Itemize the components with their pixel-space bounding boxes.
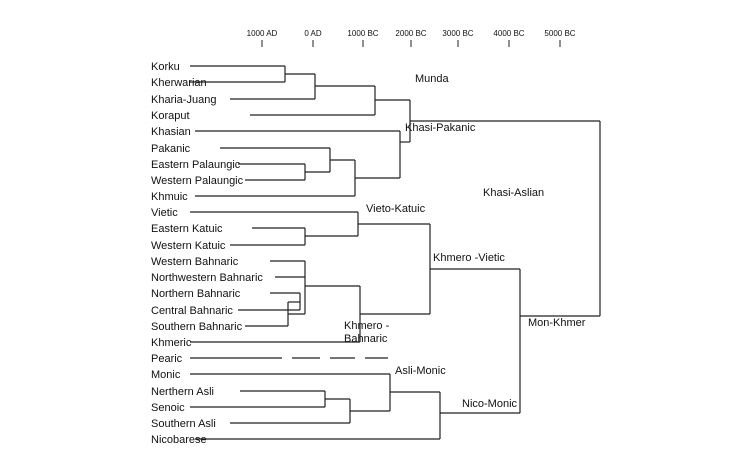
time-tick-label: 3000 BC bbox=[442, 29, 473, 38]
clade-label-khmero-bahnaric-2: Bahnaric bbox=[344, 333, 388, 345]
leaf-label-senoic: Senoic bbox=[151, 402, 185, 414]
leaf-label-korku: Korku bbox=[151, 61, 180, 73]
leaf-label-pearic: Pearic bbox=[151, 353, 183, 365]
clade-label-mon-khmer: Mon-Khmer bbox=[528, 317, 586, 329]
leaf-label-northern-asli: Nerthern Asli bbox=[151, 386, 214, 398]
leaf-label-monic: Monic bbox=[151, 369, 181, 381]
clade-label-khasi-aslian: Khasi-Aslian bbox=[483, 187, 544, 199]
time-tick-label: 5000 BC bbox=[544, 29, 575, 38]
clade-label-asli-monic: Asli-Monic bbox=[395, 365, 446, 377]
leaf-label-western-bahnaric: Western Bahnaric bbox=[151, 256, 239, 268]
leaf-label-kharia-juang: Kharia-Juang bbox=[151, 94, 216, 106]
time-tick-label: 2000 BC bbox=[395, 29, 426, 38]
tree-branches bbox=[190, 65, 601, 440]
leaf-label-eastern-palaungic: Eastern Palaungic bbox=[151, 159, 241, 171]
leaf-labels: KorkuKherwarianKharia-JuangKoraputKhasia… bbox=[151, 61, 263, 446]
leaf-label-koraput: Koraput bbox=[151, 110, 190, 122]
leaf-label-khmeric: Khmeric bbox=[151, 337, 192, 349]
leaf-label-western-katuic: Western Katuic bbox=[151, 240, 226, 252]
clade-labels: MundaKhasi-PakanicKhasi-AslianVieto-Katu… bbox=[344, 73, 586, 410]
time-tick-label: 1000 BC bbox=[347, 29, 378, 38]
leaf-label-pakanic: Pakanic bbox=[151, 143, 191, 155]
time-tick-label: 4000 BC bbox=[493, 29, 524, 38]
leaf-label-khasian: Khasian bbox=[151, 126, 191, 138]
leaf-label-northwestern-bahnaric: Northwestern Bahnaric bbox=[151, 272, 263, 284]
clade-label-nico-monic: Nico-Monic bbox=[462, 398, 518, 410]
time-tick-label: 1000 AD bbox=[247, 29, 278, 38]
leaf-label-southern-asli: Southern Asli bbox=[151, 418, 216, 430]
clade-label-khasi-pakanic: Khasi-Pakanic bbox=[405, 122, 476, 134]
clade-label-munda: Munda bbox=[415, 73, 450, 85]
clade-label-khmero-bahnaric-1: Khmero - bbox=[344, 320, 390, 332]
clade-label-khmero-vietic: Khmero -Vietic bbox=[433, 252, 505, 264]
leaf-label-nicobarese: Nicobarese bbox=[151, 434, 207, 446]
time-tick-label: 0 AD bbox=[304, 29, 322, 38]
leaf-label-vietic: Vietic bbox=[151, 207, 178, 219]
leaf-label-western-palaungic: Western Palaungic bbox=[151, 175, 244, 187]
leaf-label-northern-bahnaric: Northern Bahnaric bbox=[151, 288, 241, 300]
leaf-label-eastern-katuic: Eastern Katuic bbox=[151, 223, 223, 235]
leaf-label-central-bahnaric: Central Bahnaric bbox=[151, 305, 233, 317]
clade-label-vieto-katuic: Vieto-Katuic bbox=[366, 203, 426, 215]
leaf-label-southern-bahnaric: Southern Bahnaric bbox=[151, 321, 243, 333]
leaf-label-khmuic: Khmuic bbox=[151, 191, 188, 203]
time-axis: 1000 AD 0 AD 1000 BC 2000 BC 3000 BC 4000 BC 5… bbox=[247, 29, 576, 47]
leaf-label-kherwarian: Kherwarian bbox=[151, 77, 207, 89]
